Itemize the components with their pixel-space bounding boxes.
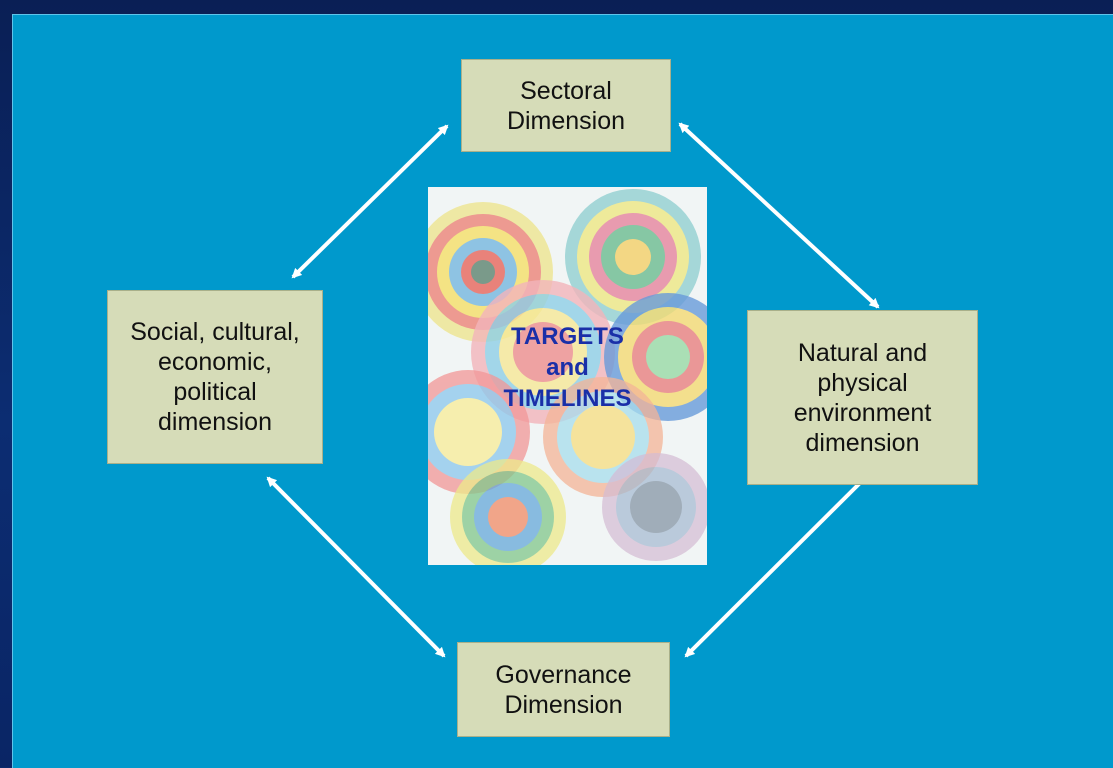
center-title: TARGETS and TIMELINES bbox=[503, 323, 632, 412]
arrow-natural-governance bbox=[684, 474, 869, 658]
arrow-social-governance bbox=[266, 476, 446, 658]
poster-artwork bbox=[428, 187, 707, 565]
node-governance-dimension: Governance Dimension bbox=[457, 642, 670, 737]
node-natural-environment-dimension: Natural and physical environment dimensi… bbox=[747, 310, 978, 485]
node-social-dimension: Social, cultural, economic, political di… bbox=[107, 290, 323, 464]
targets-poster-image: TARGETS and TIMELINES bbox=[428, 187, 707, 565]
arrow-sectoral-natural bbox=[678, 122, 880, 309]
painted-arc-group bbox=[428, 202, 553, 342]
arrow-sectoral-social bbox=[291, 124, 449, 279]
node-sectoral-dimension: Sectoral Dimension bbox=[461, 59, 671, 152]
